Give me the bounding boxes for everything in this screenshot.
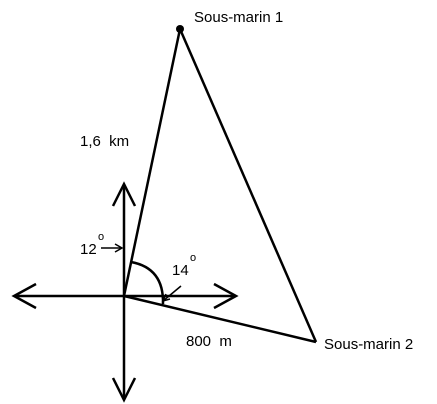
x-axis-left-arrowhead — [11, 282, 37, 310]
angle1-pointer-head — [114, 243, 124, 253]
angle2-pointer-head — [161, 293, 171, 303]
triangle — [122, 28, 318, 344]
distance2-label: 800 m — [186, 333, 232, 350]
side-origin-to-submarine1 — [122, 28, 182, 297]
submarine2-label: Sous-marin 2 — [324, 336, 413, 353]
y-axis-down-arrowhead — [111, 377, 137, 403]
angle1-value: 12 — [80, 241, 97, 258]
pointer-arrows — [101, 243, 182, 303]
angle-arcs — [130, 260, 165, 305]
submarine1-label: Sous-marin 1 — [194, 9, 283, 26]
angle2-degree: o — [190, 252, 196, 264]
side-submarine1-to-submarine2 — [178, 28, 318, 343]
side-origin-to-submarine2 — [123, 294, 317, 344]
axes — [11, 181, 239, 403]
x-axis-right-arrowhead — [213, 282, 239, 310]
angle1-degree: o — [98, 231, 104, 243]
angle2-value: 14 — [172, 262, 189, 279]
angle2-pointer — [162, 285, 182, 302]
distance1-label: 1,6 km — [80, 133, 129, 150]
submarine1-point — [176, 25, 184, 33]
angle-arc-large — [130, 260, 165, 305]
y-axis-up-arrowhead — [111, 181, 137, 207]
